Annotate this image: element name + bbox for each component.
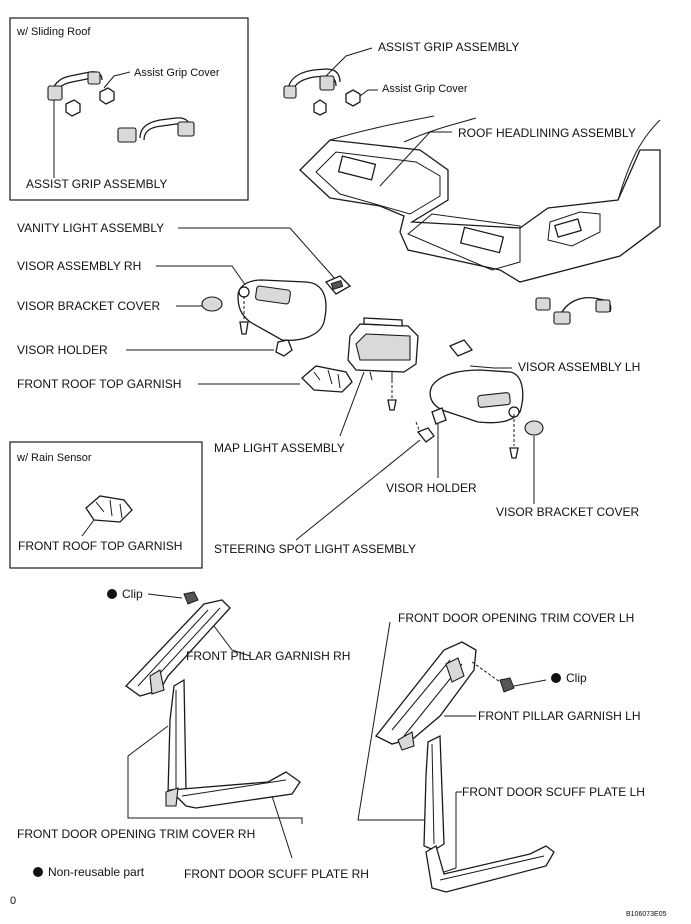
inset-leader-garnish [81, 519, 95, 537]
label-visor-bracket-cover-lh: VISOR BRACKET COVER [496, 505, 639, 519]
roof-headlining-assembly-part [299, 115, 661, 283]
visor-screw-lh [509, 447, 519, 459]
leader-trim-cover-rh [127, 725, 303, 824]
label-front-door-opening-trim-cover-rh: FRONT DOOR OPENING TRIM COVER RH [17, 827, 255, 841]
clip-rh-part [183, 591, 199, 605]
steering-spot-light-part [416, 427, 435, 443]
leader-visor-rh [156, 265, 247, 287]
label-steering-spot-light-assembly: STEERING SPOT LIGHT ASSEMBLY [214, 542, 416, 556]
map-light-assembly-part [347, 317, 419, 381]
inset-sliding-roof-frame [9, 17, 249, 201]
visor-bracket-cover-rh-part [201, 296, 223, 312]
non-reusable-bullet-icon [33, 867, 43, 877]
front-door-scuff-plate-rh-part [165, 771, 301, 809]
label-roof-headlining-assembly: ROOF HEADLINING ASSEMBLY [458, 126, 636, 140]
inset-assist-grip-left [47, 71, 103, 101]
leader-steering-spot-light [295, 439, 421, 541]
front-door-opening-trim-cover-rh-part [167, 678, 187, 797]
inset-label-assist-grip-assembly: ASSIST GRIP ASSEMBLY [26, 177, 167, 191]
label-assist-grip-assembly: ASSIST GRIP ASSEMBLY [378, 40, 519, 54]
footer-figure-code: B106073E05 [626, 911, 667, 918]
leader-assist-grip-assembly [325, 47, 373, 77]
visor-assembly-rh-part [237, 279, 327, 342]
front-roof-top-garnish-part [301, 365, 353, 393]
leader-clip-rh [147, 593, 183, 599]
inset-assist-grip-right [117, 117, 195, 143]
label-clip-rh: Clip [122, 587, 143, 601]
label-clip-lh: Clip [566, 671, 587, 685]
assist-grip-cover-part-a [313, 99, 327, 116]
label-front-door-scuff-plate-rh: FRONT DOOR SCUFF PLATE RH [184, 867, 369, 881]
label-front-pillar-garnish-lh: FRONT PILLAR GARNISH LH [478, 709, 640, 723]
leader-front-pillar-garnish-rh [213, 625, 251, 657]
visor-holder-rh-part [275, 339, 293, 357]
label-assist-grip-cover: Assist Grip Cover [382, 83, 468, 95]
dash-steering-spot-light [415, 421, 421, 433]
visor-screw-rh [239, 321, 249, 335]
clip-lh-bullet-icon [551, 673, 561, 683]
assist-grip-assembly-part [283, 68, 341, 99]
label-visor-assembly-lh: VISOR ASSEMBLY LH [518, 360, 640, 374]
label-map-light-assembly: MAP LIGHT ASSEMBLY [214, 441, 345, 455]
visor-bracket-cover-lh-part [524, 420, 544, 436]
inset-rain-sensor-frame [9, 441, 203, 569]
label-front-door-scuff-plate-lh: FRONT DOOR SCUFF PLATE LH [462, 785, 645, 799]
clip-lh-part [499, 677, 515, 693]
inset-label-front-roof-top-garnish: FRONT ROOF TOP GARNISH [18, 539, 182, 553]
front-pillar-garnish-lh-part [374, 641, 477, 751]
inset-label-assist-grip-cover: Assist Grip Cover [134, 67, 220, 79]
inset-sliding-roof-title: w/ Sliding Roof [16, 26, 91, 38]
label-front-roof-top-garnish: FRONT ROOF TOP GARNISH [17, 377, 181, 391]
visor-assembly-lh-part [429, 369, 524, 424]
vanity-light-part [324, 275, 352, 295]
dash-clip-lh [471, 661, 501, 683]
footer-page-mark: 0 [10, 895, 16, 907]
label-visor-assembly-rh: VISOR ASSEMBLY RH [17, 259, 141, 273]
visor-holder-lh-part [431, 407, 447, 425]
leader-clip-lh [513, 679, 547, 687]
front-door-scuff-plate-lh-part [425, 845, 555, 893]
leader-scuff-plate-rh [271, 795, 293, 859]
leader-scuff-plate-lh [443, 791, 462, 873]
front-door-opening-trim-cover-lh-part [423, 734, 445, 851]
legend-non-reusable-part: Non-reusable part [48, 865, 145, 879]
label-visor-bracket-cover: VISOR BRACKET COVER [17, 299, 160, 313]
leader-vanity-light [178, 227, 337, 281]
inset-rain-sensor-title: w/ Rain Sensor [16, 452, 92, 464]
label-front-pillar-garnish-rh: FRONT PILLAR GARNISH RH [186, 649, 350, 663]
label-front-door-opening-trim-cover-lh: FRONT DOOR OPENING TRIM COVER LH [398, 611, 634, 625]
leader-inset-grip-cover [103, 71, 131, 89]
map-light-screw [387, 399, 397, 411]
leader-map-light [339, 371, 365, 437]
assist-grip-cover-part-b [345, 89, 361, 107]
label-visor-holder-lh: VISOR HOLDER [386, 481, 477, 495]
leader-roof-headlining [379, 131, 452, 187]
leader-trim-cover-lh [357, 621, 424, 821]
front-pillar-garnish-rh-part [125, 599, 231, 697]
label-visor-holder: VISOR HOLDER [17, 343, 108, 357]
inset-assist-grip-cover-left [65, 87, 115, 117]
leader-visor-lh [469, 365, 512, 369]
leader-assist-grip-cover [359, 89, 378, 97]
map-light-clip-part [448, 339, 474, 357]
clip-rh-bullet-icon [107, 589, 117, 599]
label-vanity-light-assembly: VANITY LIGHT ASSEMBLY [17, 221, 164, 235]
assist-grip-right-part [535, 296, 612, 325]
inset-garnish-part [85, 495, 133, 523]
